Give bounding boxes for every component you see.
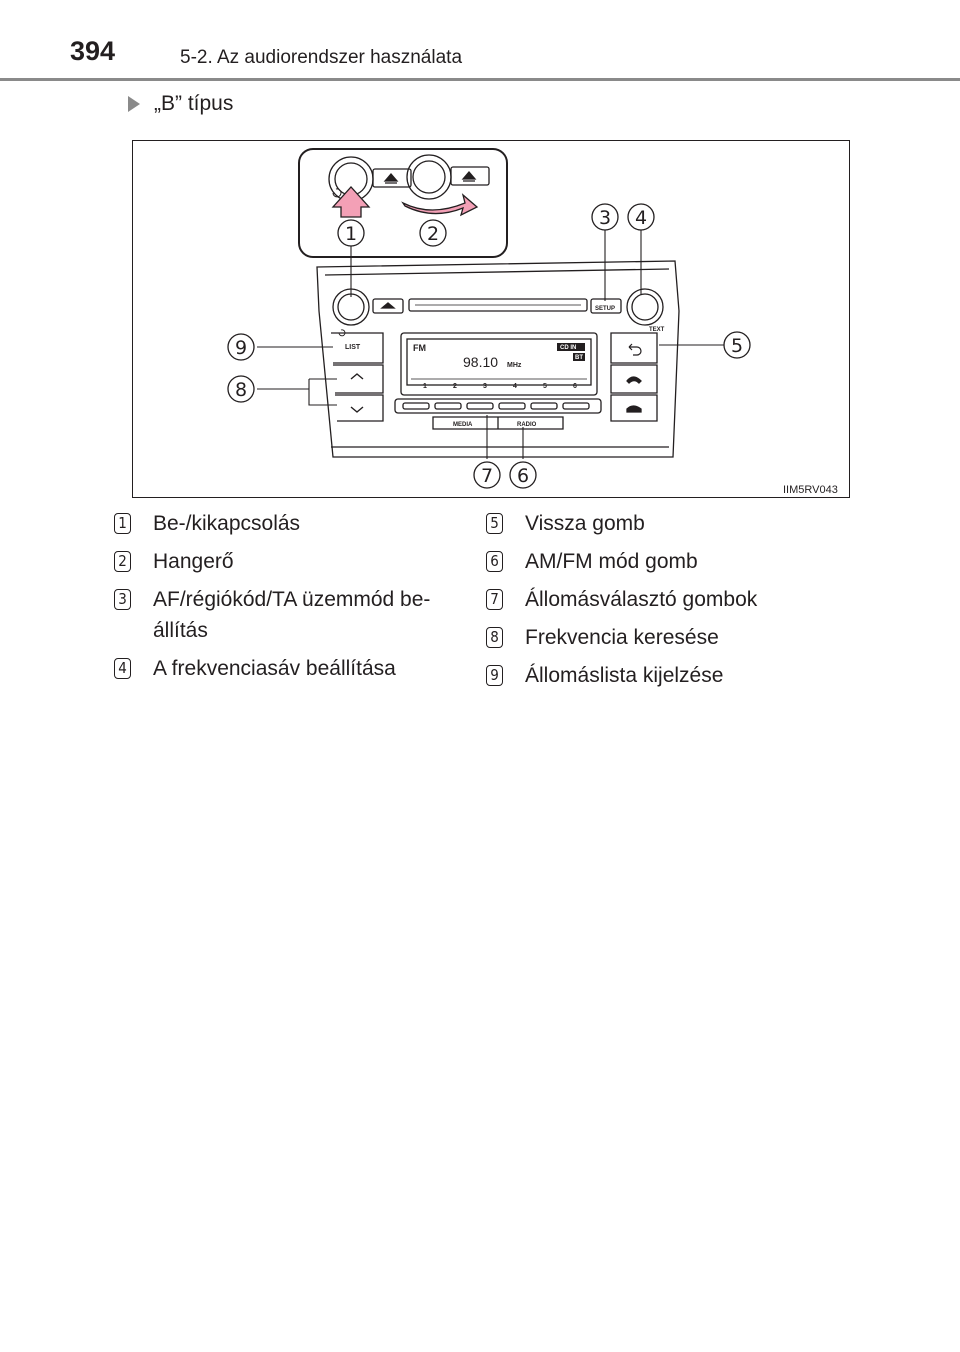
preset-button-4	[498, 402, 526, 410]
legend-item-9: 9 Állomáslista kijelzése	[486, 660, 846, 691]
legend-item-5: 5 Vissza gomb	[486, 508, 846, 539]
legend-left: 1 Be-/kikapcsolás 2 Hangerő 3 AF/régiókód/TA …	[114, 508, 474, 691]
inset-power-knob	[328, 156, 412, 202]
chapter-title: 5-2. Az audiorendszer használata	[180, 47, 463, 68]
display-preset-5: 5	[543, 383, 547, 390]
svg-text:8: 8	[235, 379, 247, 401]
section-heading-text: „B” típus	[154, 92, 234, 115]
legend-number-badge: 1	[114, 513, 131, 534]
callout-8: 8	[227, 375, 255, 403]
bullet-triangle-icon	[128, 96, 140, 112]
display-preset-2: 2	[453, 383, 457, 390]
display-unit: MHz	[507, 362, 522, 369]
preset-button-3	[466, 402, 494, 410]
display-frequency: 98.10	[463, 354, 498, 370]
legend-text: AF/régiókód/TA üzemmód be-állítás	[153, 588, 431, 642]
inset-volume-knob	[406, 154, 490, 200]
display-bt: BT	[575, 355, 583, 361]
legend-number-badge: 7	[486, 589, 503, 610]
svg-text:4: 4	[635, 207, 647, 229]
legend-number-badge: 6	[486, 551, 503, 572]
callout-3: 3	[591, 203, 619, 231]
legend-number-badge: 3	[114, 589, 131, 610]
page-number: 394	[70, 36, 116, 66]
zoom-inset	[298, 148, 508, 258]
callout-4: 4	[627, 203, 655, 231]
legend-number-badge: 9	[486, 665, 503, 686]
legend-number-badge: 4	[114, 658, 131, 679]
audio-unit-figure: SETUP TEXT LIST FM 98.10 MHz CD IN	[132, 140, 850, 498]
display-preset-6: 6	[573, 383, 577, 390]
display-preset-1: 1	[423, 383, 427, 390]
list-label: LIST	[345, 344, 361, 351]
legend-text: A frekvenciasáv beállítása	[153, 657, 396, 680]
header-rule	[0, 78, 960, 81]
page-header: 394 5-2. Az audiorendszer használata	[0, 0, 960, 81]
preset-button-1	[402, 402, 430, 410]
svg-text:9: 9	[235, 337, 247, 359]
leader-lines	[257, 225, 725, 459]
display-preset-4: 4	[513, 383, 517, 390]
setup-label: SETUP	[595, 306, 615, 312]
display-cd-in: CD IN	[560, 345, 576, 351]
callout-6: 6	[509, 461, 537, 489]
callout-2: 2	[419, 219, 447, 247]
svg-text:5: 5	[731, 335, 743, 357]
legend-item-1: 1 Be-/kikapcsolás	[114, 508, 474, 539]
svg-text:2: 2	[427, 223, 439, 245]
section-heading: „B” típus	[128, 92, 233, 116]
legend-item-4: 4 A frekvenciasáv beállítása	[114, 653, 474, 684]
press-arrow-icon	[331, 186, 371, 218]
legend-item-2: 2 Hangerő	[114, 546, 474, 577]
legend-text: Állomásválasztó gombok	[525, 588, 758, 611]
legend-number-badge: 8	[486, 627, 503, 648]
legend-number-badge: 2	[114, 551, 131, 572]
legend-item-7: 7 Állomásválasztó gombok	[486, 584, 846, 615]
svg-text:3: 3	[599, 207, 611, 229]
callout-7: 7	[473, 461, 501, 489]
preset-buttons	[402, 402, 590, 410]
radio-faceplate: SETUP TEXT LIST FM 98.10 MHz CD IN	[316, 260, 680, 458]
legend-text: Frekvencia keresése	[525, 626, 719, 649]
callout-1: 1	[337, 219, 365, 247]
svg-text:7: 7	[481, 465, 493, 487]
svg-text:6: 6	[517, 465, 529, 487]
legend-text: Állomáslista kijelzése	[525, 664, 724, 687]
legend-item-8: 8 Frekvencia keresése	[486, 622, 846, 653]
radio-label: RADIO	[517, 422, 537, 428]
preset-row: 1 2 3 4 5 6	[423, 383, 577, 390]
display-preset-3: 3	[483, 383, 487, 390]
legend-item-3: 3 AF/régiókód/TA üzemmód be-állítás	[114, 584, 474, 646]
preset-button-5	[530, 402, 558, 410]
legend-item-6: 6 AM/FM mód gomb	[486, 546, 846, 577]
legend-right: 5 Vissza gomb 6 AM/FM mód gomb 7 Állomásválas…	[486, 508, 846, 698]
callout-5: 5	[723, 331, 751, 359]
legend-text: AM/FM mód gomb	[525, 550, 698, 573]
preset-button-6	[562, 402, 590, 410]
legend-text: Vissza gomb	[525, 512, 645, 535]
rotate-arrow-icon	[401, 193, 479, 217]
legend-text: Be-/kikapcsolás	[153, 512, 301, 535]
text-label: TEXT	[649, 327, 665, 333]
legend-number-badge: 5	[486, 513, 503, 534]
preset-button-2	[434, 402, 462, 410]
svg-text:1: 1	[345, 223, 357, 245]
audio-unit-illustration: SETUP TEXT LIST FM 98.10 MHz CD IN	[227, 148, 838, 496]
legend-text: Hangerő	[153, 550, 234, 573]
media-label: MEDIA	[453, 422, 473, 428]
figure-callouts: 1 2 3 4 5 6 7 8 9	[227, 203, 751, 489]
display-band: FM	[413, 343, 426, 353]
figure-code: IIM5RV043	[783, 484, 838, 496]
callout-9: 9	[227, 333, 255, 361]
